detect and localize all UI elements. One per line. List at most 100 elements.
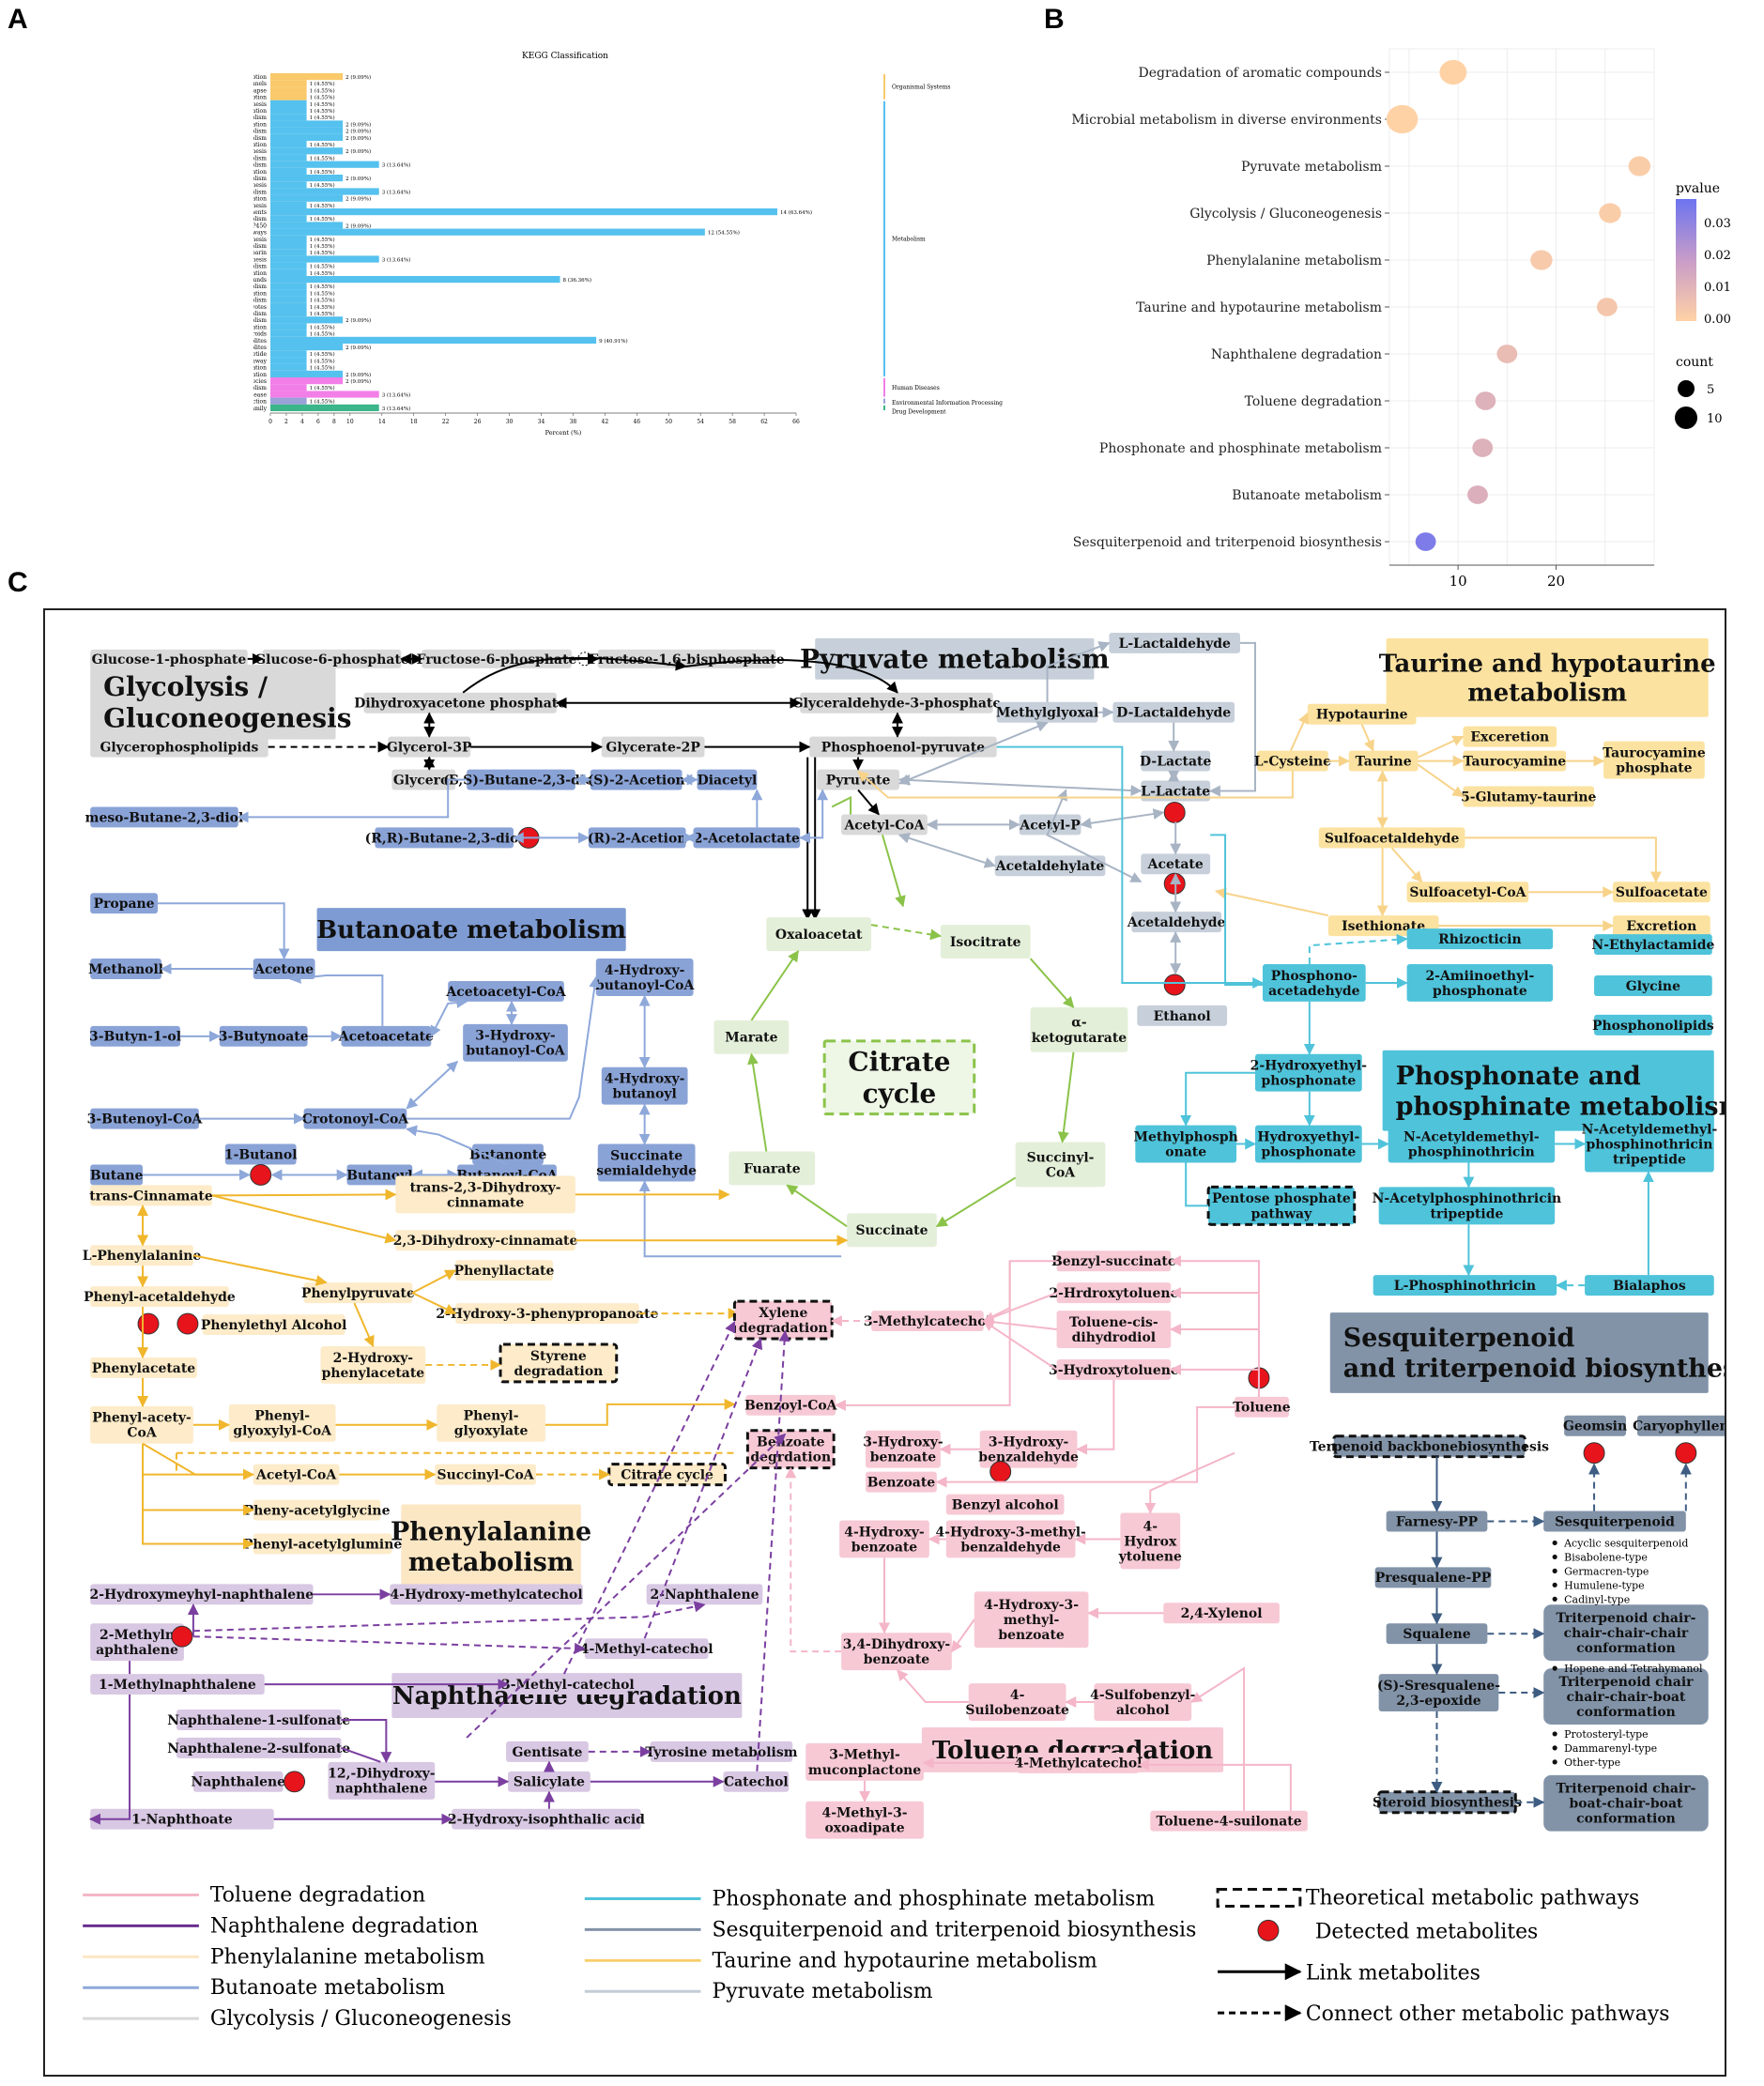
bar-a bbox=[270, 323, 307, 330]
metabolite-label: 4-Hydroxy- bbox=[605, 1072, 685, 1087]
metabolite-box bbox=[363, 692, 557, 713]
metabolite-label: Triterpenoid chair bbox=[1558, 1675, 1694, 1690]
metabolite-label: Oxaloacetat bbox=[775, 928, 863, 943]
metabolite-label: 3-Hydroxy- bbox=[475, 1029, 556, 1044]
detected-metabolite-marker bbox=[1163, 974, 1186, 996]
metabolite-f6p: Fructose-6-phosphate bbox=[417, 649, 577, 668]
pathway-title-box bbox=[822, 1039, 976, 1116]
category-label-a: Glyoxylate and dicarboxylate metabolism bbox=[253, 243, 267, 250]
metabolite-label: Succinyl-CoA bbox=[437, 1468, 534, 1483]
metabolite-label: Methylglyoxal bbox=[996, 706, 1098, 721]
legend-detected-marker bbox=[1257, 1919, 1280, 1941]
pathway-arrow bbox=[951, 1618, 975, 1653]
bar-a bbox=[270, 377, 344, 385]
metabolite-label: conformation bbox=[1576, 1705, 1676, 1720]
metabolite-label: Sulfoacetate bbox=[1616, 885, 1708, 900]
metabolite-phenylethyl: Phenylethyl Alcohol bbox=[201, 1314, 346, 1336]
metabolite-label: Glycine bbox=[1626, 979, 1680, 994]
metabolite-sse: (S)-Sresqualene-2,3-epoxide bbox=[1377, 1674, 1500, 1711]
metabolite-transcinn: trans-Cinnamate bbox=[89, 1185, 213, 1206]
bar-a bbox=[270, 208, 777, 216]
metabolite-box bbox=[1594, 975, 1712, 996]
metabolite-hmbz: 4-Hydroxy-3-methyl-benzoate bbox=[974, 1591, 1089, 1649]
bullet-dot bbox=[1552, 1731, 1557, 1737]
metabolite-box bbox=[90, 1623, 184, 1662]
metabolite-label: 3-Methylcatechol bbox=[864, 1314, 991, 1329]
metabolite-hypotaurine: Hypotaurine bbox=[1307, 703, 1417, 725]
metabolite-label: butanoyl-CoA bbox=[466, 1044, 564, 1059]
metabolite-box bbox=[1109, 632, 1241, 653]
bar-value-label-a: 2 (9.09%) bbox=[345, 121, 371, 128]
metabolite-label: Benzoyl-CoA bbox=[744, 1399, 837, 1414]
metabolite-box bbox=[597, 1143, 696, 1182]
bar-a bbox=[270, 302, 307, 310]
pathway-arrow bbox=[1190, 1666, 1246, 1811]
metabolite-phosphonoacet: Phosphono-acetadehyde bbox=[1262, 964, 1366, 1002]
metabolite-label: trans-2,3-Dihydroxy- bbox=[410, 1180, 561, 1195]
pathway-arrow bbox=[353, 1302, 375, 1348]
metabolite-box bbox=[219, 1025, 308, 1047]
metabolite-label: Butane bbox=[90, 1168, 144, 1183]
bar-value-label-a: 1 (4.55%) bbox=[310, 155, 335, 161]
metabolite-label: Glyceraldehyde-3-phosphate bbox=[792, 697, 1002, 712]
colorbar-tick-label: 0.02 bbox=[1704, 249, 1731, 263]
pathway-title-box bbox=[401, 1504, 581, 1589]
metabolite-box bbox=[1543, 1668, 1709, 1725]
metabolite-box bbox=[1332, 1434, 1526, 1459]
bar-value-label-a: 2 (9.09%) bbox=[345, 176, 371, 182]
pathway-arrow bbox=[1208, 641, 1256, 797]
category-label-a: Carbohydrate digestion and absorption bbox=[253, 95, 267, 101]
metabolite-label: Phenylacetate bbox=[92, 1361, 195, 1376]
metabolite-label: N-Acetyldemethyl- bbox=[1582, 1122, 1718, 1137]
bullet-dot bbox=[1552, 1745, 1557, 1751]
metabolite-label: Benzoate bbox=[757, 1435, 825, 1450]
group-label-a: Metabolism bbox=[892, 236, 926, 242]
pathway-title-text: metabolism bbox=[408, 1548, 574, 1577]
metabolite-box bbox=[1463, 750, 1567, 772]
metabolite-label: Naphthalene-1-sulfonate bbox=[167, 1713, 350, 1728]
metabolite-catechol: Catechol bbox=[723, 1771, 790, 1792]
metabolite-box bbox=[472, 1143, 544, 1165]
detected-metabolite-marker bbox=[1675, 1442, 1697, 1465]
bar-a bbox=[270, 268, 307, 276]
bullet-dot bbox=[1552, 1540, 1557, 1546]
metabolite-box bbox=[693, 827, 801, 849]
category-label-a: Butanoate metabolism bbox=[253, 317, 267, 324]
category-label-a: Taurine and hypotaurine metabolism bbox=[253, 129, 267, 135]
pathway-arrow bbox=[1417, 763, 1465, 798]
bullet-dot bbox=[1552, 1665, 1557, 1671]
metabolite-box bbox=[597, 649, 776, 668]
bar-value-label-a: 1 (4.55%) bbox=[310, 169, 335, 176]
bar-value-label-a: 2 (9.09%) bbox=[345, 135, 371, 142]
legend-label: Pyruvate metabolism bbox=[712, 1980, 932, 2003]
metabolite-box bbox=[422, 649, 572, 668]
metabolite-box bbox=[847, 1213, 937, 1248]
metabolite-label: Glucose-6-phosphate bbox=[254, 652, 409, 667]
x-tick-label-a: 38 bbox=[570, 419, 577, 425]
metabolite-nethyl: N-Ethylactamide bbox=[1591, 934, 1714, 956]
metabolite-label: phosphonate bbox=[1261, 1144, 1356, 1159]
metabolite-tcb: Triterpenoid chairchair-chair-boatconfor… bbox=[1543, 1668, 1709, 1725]
metabolite-box bbox=[1015, 1142, 1106, 1188]
bar-a bbox=[270, 350, 307, 358]
metabolite-box bbox=[390, 1584, 583, 1605]
x-tick-label-a: 22 bbox=[442, 419, 450, 425]
pathway-arrow bbox=[982, 1292, 1057, 1323]
bubble-b bbox=[1467, 485, 1488, 504]
pathway-title-pyruvate: Pyruvate metabolism bbox=[800, 637, 1110, 680]
bar-a bbox=[270, 141, 307, 148]
metabolite-tolcis: Toluene-cis-dihydrodiol bbox=[1056, 1311, 1172, 1348]
metabolite-box bbox=[595, 959, 694, 996]
category-label-a: Sesquiterpenoid and triterpenoid biosynt… bbox=[253, 148, 267, 155]
metabolite-box bbox=[341, 1025, 432, 1047]
pathway-title-text: Gluconeogenesis bbox=[103, 702, 351, 733]
metabolite-label: 2-Hydroxy-3-phenypropanoate bbox=[436, 1307, 658, 1322]
metabolite-box bbox=[1636, 1415, 1733, 1436]
metabolite-label: conformation bbox=[1576, 1641, 1676, 1656]
metabolite-hydroxyethylp2: 2-Hydroxyethyl-phosphonate bbox=[1250, 1053, 1367, 1092]
metabolite-label: 2-Amiinoethyl- bbox=[1425, 969, 1534, 984]
pathway-arrow bbox=[1076, 1379, 1115, 1455]
metabolite-label: (S,S)-Butane-2,3-diol bbox=[443, 773, 598, 788]
